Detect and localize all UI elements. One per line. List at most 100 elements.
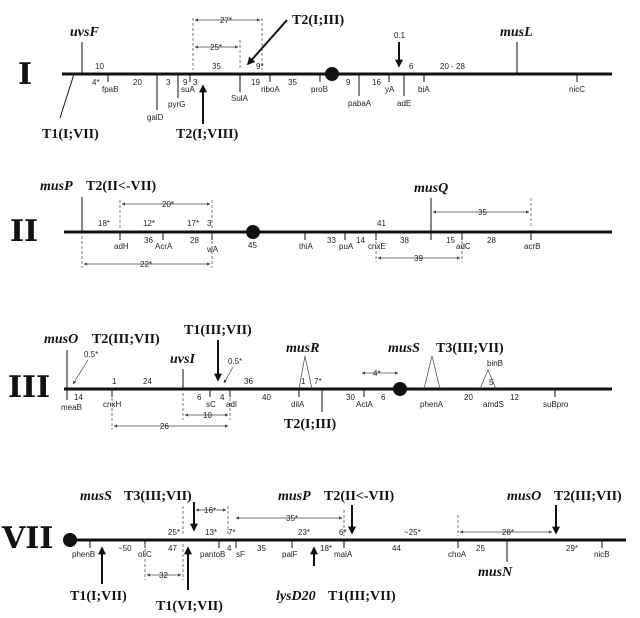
distance-label: 14 bbox=[74, 393, 83, 402]
distance-label: 30 bbox=[346, 393, 355, 402]
distance-label: 4 bbox=[220, 393, 225, 402]
locus-musN: musN bbox=[478, 565, 513, 580]
centromere bbox=[63, 533, 77, 547]
locus-T2-II-VII: T2(II<-VII) bbox=[324, 489, 395, 504]
interval-label: 39 bbox=[414, 254, 423, 263]
interval-label: 32 bbox=[159, 571, 168, 580]
locus-T2-I-III: T2(I;III) bbox=[284, 417, 336, 432]
locus-musO: musO bbox=[507, 489, 541, 504]
gene-label: nicB bbox=[594, 550, 610, 559]
distance-label: 24 bbox=[143, 377, 152, 386]
distance-label: 20 bbox=[133, 78, 142, 87]
distance-label: 12* bbox=[143, 219, 155, 228]
locus-uvsF: uvsF bbox=[70, 25, 99, 40]
gene-label: pyrG bbox=[168, 100, 185, 109]
centromere bbox=[325, 67, 339, 81]
gene-label: suBpro bbox=[543, 400, 569, 409]
chromosome-label: III bbox=[8, 370, 50, 405]
gene-label: binB bbox=[487, 359, 503, 368]
distance-label: 0.5* bbox=[84, 350, 98, 359]
gene-label: choA bbox=[448, 550, 467, 559]
distance-label: 17* bbox=[187, 219, 199, 228]
locus-T3-III-VII: T3(III;VII) bbox=[124, 489, 192, 504]
gene-label: adI bbox=[226, 400, 237, 409]
interval bbox=[298, 355, 313, 390]
gene-label: palF bbox=[282, 550, 298, 559]
distance-label: 35 bbox=[288, 78, 297, 87]
locus-T1-I-VII: T1(I;VII) bbox=[42, 127, 99, 142]
distance-label: 36 bbox=[244, 377, 253, 386]
locus-T1-VI-VII: T1(VI;VII) bbox=[156, 599, 223, 614]
distance-label: 28 bbox=[190, 236, 199, 245]
gene-label: fpaB bbox=[102, 85, 118, 94]
distance-label: 44 bbox=[392, 544, 401, 553]
arrow bbox=[72, 359, 89, 385]
gene-label: thiA bbox=[299, 242, 313, 251]
interval-label: 35 bbox=[478, 208, 487, 217]
gene-label: phenB bbox=[72, 550, 95, 559]
distance-label: 14 bbox=[356, 236, 365, 245]
distance-label: 36 bbox=[144, 236, 153, 245]
gene-label: nicC bbox=[569, 85, 585, 94]
gene-label: pabaA bbox=[348, 99, 372, 108]
centromere bbox=[246, 225, 260, 239]
distance-label: 29* bbox=[566, 544, 578, 553]
distance-label: 47 bbox=[168, 544, 177, 553]
locus-musP: musP bbox=[278, 489, 311, 504]
locus-musS: musS bbox=[388, 341, 420, 356]
interval-label: 35* bbox=[286, 514, 298, 523]
distance-label: 7* bbox=[314, 377, 322, 386]
gene-label: wA bbox=[206, 245, 219, 254]
gene-label: SulA bbox=[231, 94, 249, 103]
distance-label: ~25* bbox=[404, 528, 421, 537]
interval-label: 27* bbox=[220, 16, 232, 25]
interval-label: 25* bbox=[210, 43, 222, 52]
distance-label: 18* bbox=[98, 219, 110, 228]
locus-musO: musO bbox=[44, 332, 78, 347]
tick bbox=[59, 73, 75, 119]
distance-label: 6 bbox=[381, 393, 386, 402]
gene-label: galD bbox=[147, 113, 164, 122]
gene-label: AcrA bbox=[155, 242, 173, 251]
distance-label: 12 bbox=[510, 393, 519, 402]
distance-label: 4* bbox=[373, 369, 381, 378]
distance-label: 6 bbox=[197, 393, 202, 402]
distance-label: ~50 bbox=[118, 544, 132, 553]
locus-musQ: musQ bbox=[414, 181, 448, 196]
distance-label: 0.1 bbox=[394, 31, 406, 40]
gene-label: cnxE bbox=[368, 242, 386, 251]
locus-T1-I-VII: T1(I;VII) bbox=[70, 589, 127, 604]
locus-T2-I-III: T2(I;III) bbox=[292, 13, 344, 28]
gene-label: adH bbox=[114, 242, 129, 251]
gene-label: suA bbox=[181, 85, 195, 94]
distance-label: 33 bbox=[327, 236, 336, 245]
gene-label: dilA bbox=[291, 400, 305, 409]
interval-label: 10 bbox=[203, 411, 212, 420]
locus-musP: musP bbox=[40, 179, 73, 194]
distance-label: 10 bbox=[95, 62, 104, 71]
distance-label: 20 - 28 bbox=[440, 62, 465, 71]
distance-label: 9* bbox=[256, 62, 264, 71]
gene-label: proB bbox=[311, 85, 328, 94]
gene-label: yA bbox=[385, 85, 395, 94]
distance-label: 20 bbox=[464, 393, 473, 402]
locus-T2-III-VII: T2(III;VII) bbox=[554, 489, 622, 504]
locus-T3-III-VII: T3(III;VII) bbox=[436, 341, 504, 356]
distance-label: 9 bbox=[346, 78, 351, 87]
distance-label: 6 bbox=[409, 62, 414, 71]
arrow bbox=[246, 19, 288, 66]
interval-label: 22* bbox=[140, 260, 152, 269]
distance-label: 25 bbox=[476, 544, 485, 553]
locus-uvsI: uvsI bbox=[170, 352, 195, 367]
chromosome-label: VII bbox=[1, 521, 53, 556]
distance-label: 5 bbox=[489, 378, 494, 387]
gene-label: meaB bbox=[61, 403, 82, 412]
interval bbox=[423, 355, 441, 390]
distance-label: 4 bbox=[227, 544, 232, 553]
locus-musS: musS bbox=[80, 489, 112, 504]
distance-label: 25* bbox=[168, 528, 180, 537]
locus-T2-II-VII: T2(II<-VII) bbox=[86, 179, 157, 194]
gene-label: ActA bbox=[356, 400, 374, 409]
interval-label: 28* bbox=[502, 528, 514, 537]
gene-label: puA bbox=[339, 242, 354, 251]
